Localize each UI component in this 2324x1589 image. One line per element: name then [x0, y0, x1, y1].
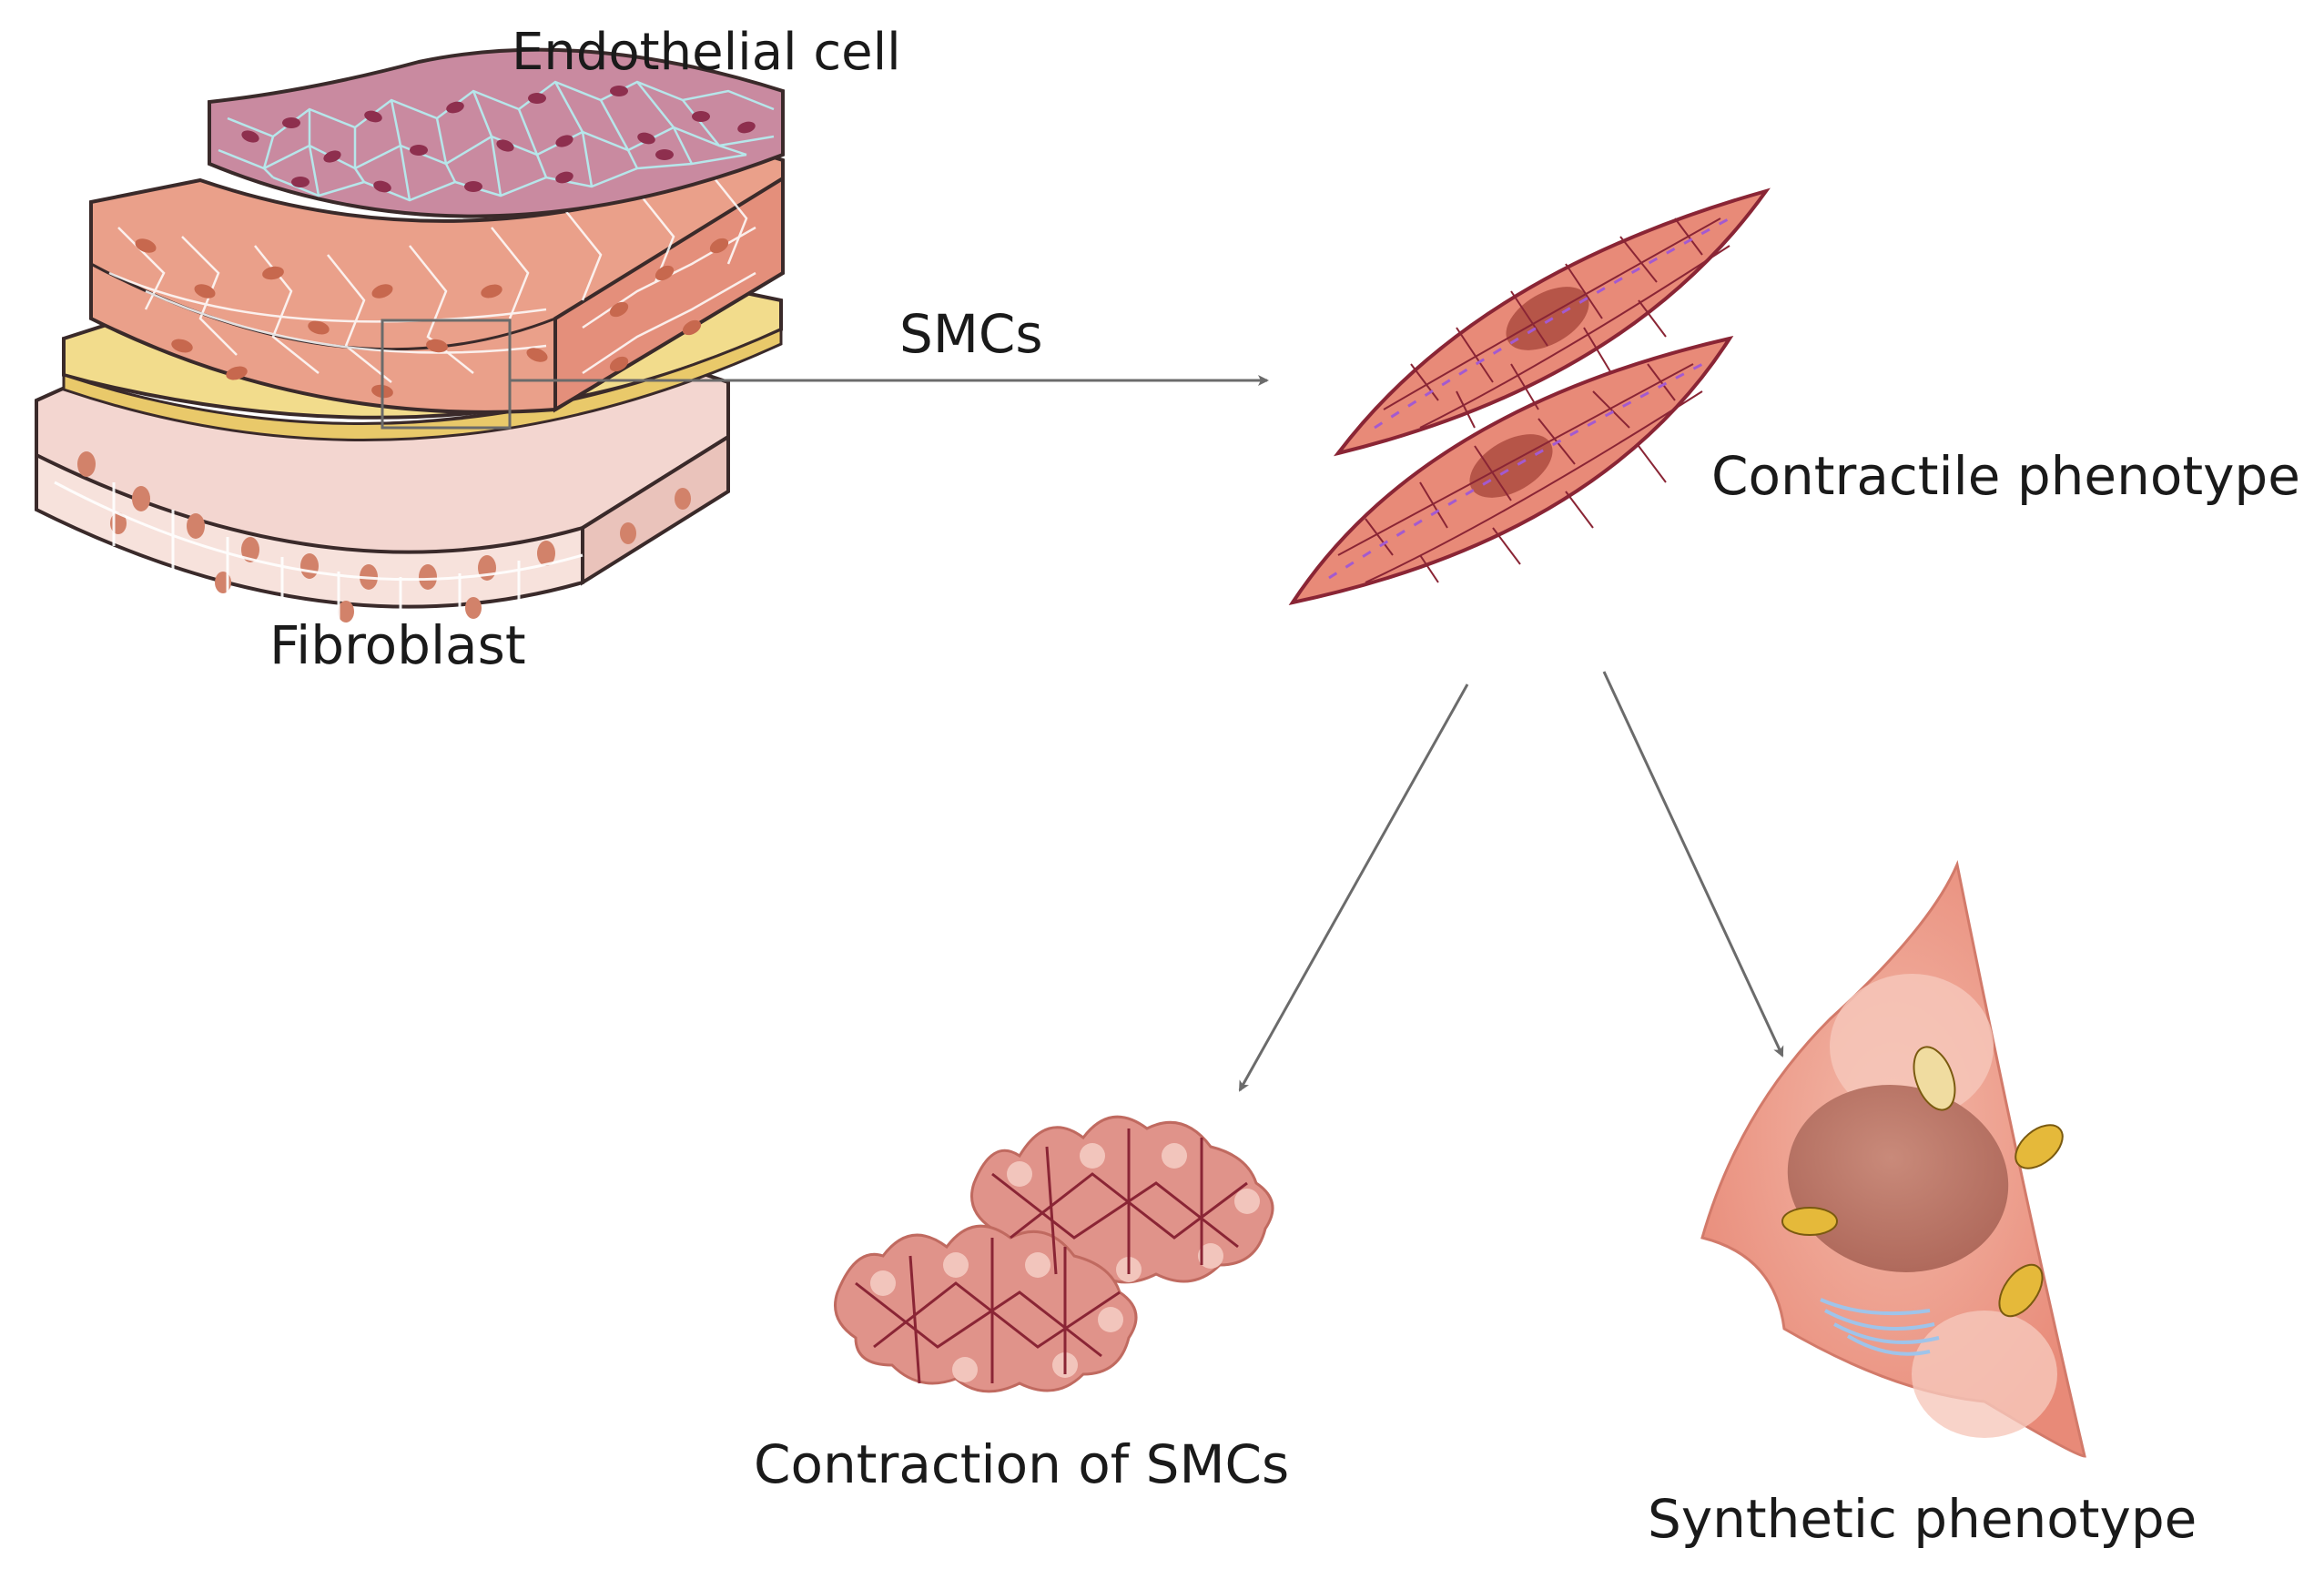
vessel-wall-illustration	[35, 47, 785, 626]
mitochondria	[1781, 1046, 2064, 1318]
arrow-to-synthetic	[1602, 671, 1784, 1058]
media-layer	[89, 152, 785, 414]
label-fibroblast: Fibroblast	[269, 614, 526, 676]
contractile-smc-illustration	[1288, 187, 1771, 605]
label-contractile-phenotype: Contractile phenotype	[1711, 445, 2300, 507]
label-endothelial-cell: Endothelial cell	[512, 23, 901, 82]
nucleus	[1787, 1085, 2009, 1272]
label-synthetic-phenotype: Synthetic phenotype	[1648, 1488, 2197, 1550]
golgi	[1820, 1298, 1940, 1356]
arrows	[510, 375, 1784, 1092]
endothelium-layer	[208, 47, 785, 218]
contraction-smc-illustration	[834, 1115, 1274, 1393]
label-contraction-of-smcs: Contraction of SMCs	[754, 1433, 1290, 1495]
label-smcs: SMCs	[899, 303, 1043, 365]
zoom-box	[381, 319, 512, 430]
synthetic-cell-illustration	[1700, 859, 2086, 1458]
arrow-to-contraction	[1238, 683, 1469, 1092]
